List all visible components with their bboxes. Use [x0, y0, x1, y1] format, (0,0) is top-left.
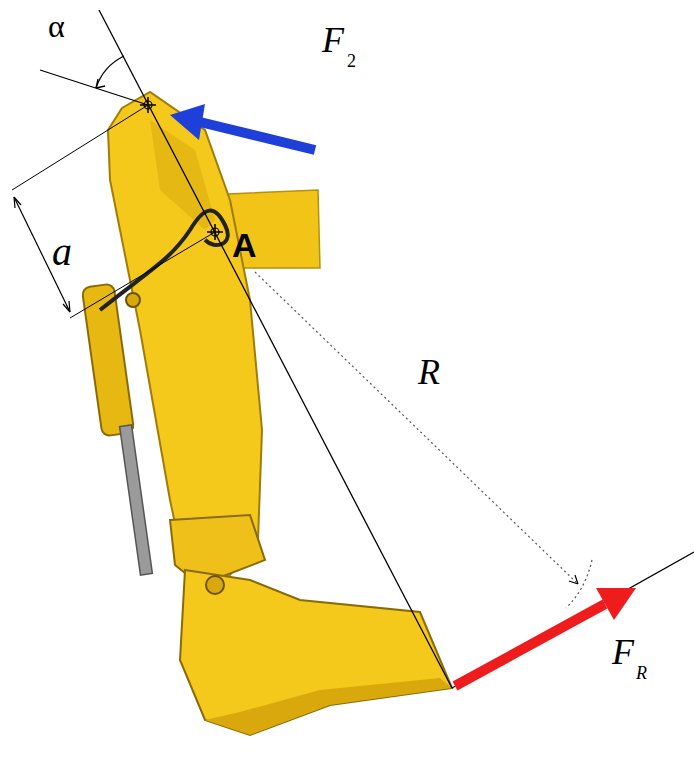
stick	[108, 92, 262, 575]
piston-rod	[120, 425, 153, 575]
force-subscript: R	[636, 664, 647, 682]
radius-arc	[566, 560, 592, 608]
dimension-label: a	[52, 232, 72, 272]
force-arrowhead	[596, 588, 636, 620]
reference-line	[40, 70, 148, 105]
bucket	[180, 570, 452, 735]
angle-arc	[96, 56, 124, 88]
force-arrow	[200, 122, 315, 150]
angle-label: α	[48, 10, 65, 42]
angle-arc-tick	[96, 79, 105, 88]
radius-label: R	[418, 354, 440, 390]
extension-line	[70, 232, 215, 318]
pin	[206, 576, 224, 594]
force-line	[452, 552, 694, 688]
force-label: F	[322, 22, 344, 58]
force-subscript: 2	[347, 52, 356, 70]
hose	[100, 211, 228, 310]
radius-arrow	[569, 575, 578, 584]
bucket-shade	[205, 678, 452, 735]
force-arrow	[455, 604, 605, 686]
extension-line	[12, 105, 148, 190]
pin	[126, 293, 140, 307]
force-label: F	[612, 634, 634, 670]
force-arrowhead	[170, 104, 205, 140]
radius-line	[255, 272, 578, 584]
point-label: A	[232, 228, 257, 262]
reference-line	[99, 10, 452, 688]
